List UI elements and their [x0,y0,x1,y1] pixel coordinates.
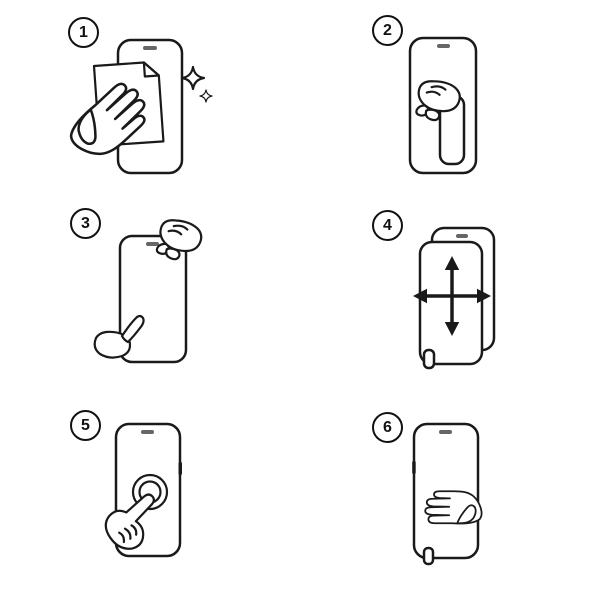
step-number-badge-5: 5 [70,410,101,441]
film-tab [422,546,435,566]
step-number-badge-3: 3 [70,208,101,239]
step-number-badge-1: 1 [68,17,99,48]
phone-speaker [439,430,452,434]
side-button [178,462,182,475]
phone-speaker [143,46,157,50]
phone-speaker [437,44,450,48]
step-number-badge-4: 4 [372,210,403,241]
side-button [412,461,416,474]
phone-speaker [456,234,468,238]
step-6-illustration [412,422,483,566]
alignment-arrows-icon [413,256,491,336]
tap-ripple-outer [131,473,169,511]
sparkle-icon-small [199,89,213,103]
alignment-tab [422,348,436,370]
step-number-badge-6: 6 [372,412,403,443]
step-2-illustration [408,36,478,175]
pressing-hand-icon [424,490,483,525]
step-3-illustration [93,216,206,364]
sparkle-icon [180,65,206,91]
step-number-badge-2: 2 [372,15,403,46]
step-4-illustration [413,226,496,370]
phone-speaker [146,242,159,246]
phone-speaker [141,430,154,434]
step-5-illustration [97,422,182,558]
step-1-illustration [63,38,213,175]
